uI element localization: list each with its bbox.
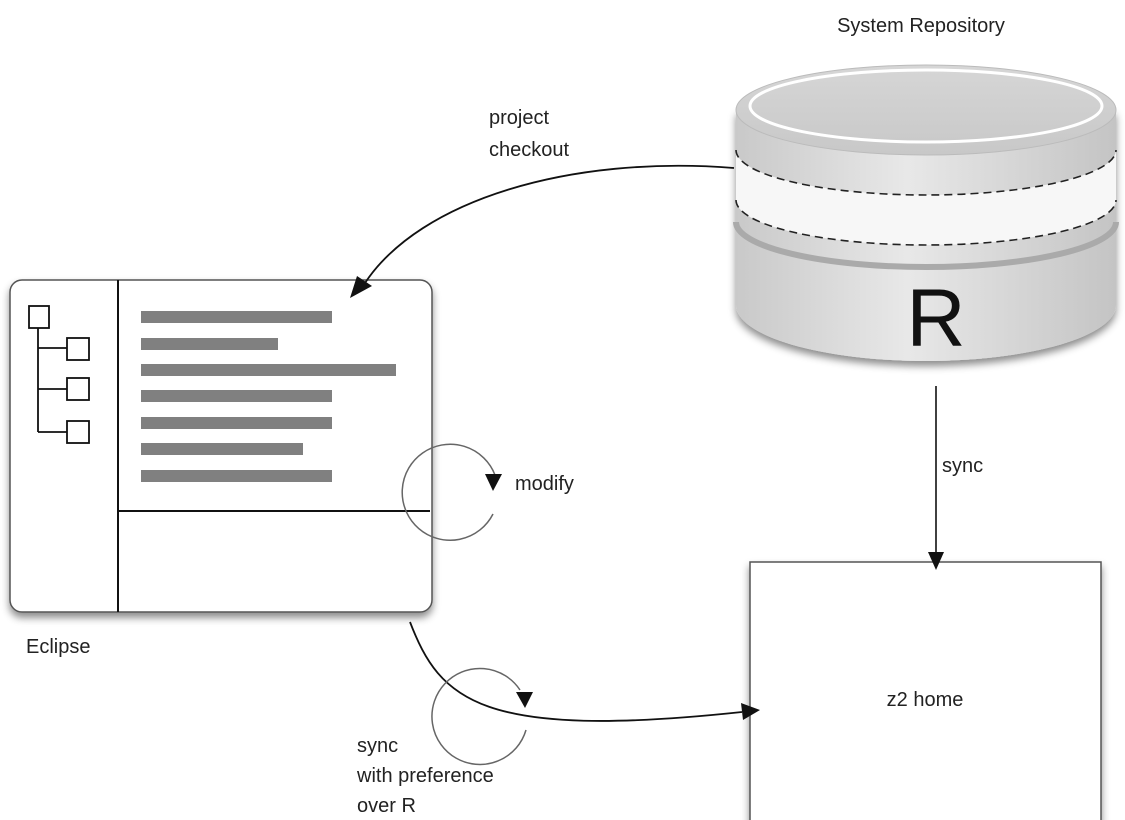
editor-content-lines bbox=[141, 311, 396, 482]
repo-sync-arrow bbox=[928, 386, 944, 570]
repository-letter: R bbox=[906, 273, 965, 364]
cylinder-band bbox=[736, 150, 1116, 245]
eclipse-sync-arrow bbox=[409, 621, 760, 722]
repo-sync-label: sync bbox=[942, 455, 983, 477]
checkout-label-line2: checkout bbox=[489, 139, 569, 161]
eclipse-sync-label-line1: sync bbox=[357, 735, 398, 757]
tree-view-icon bbox=[28, 305, 90, 444]
z2-home-box: z2 home bbox=[749, 561, 1102, 820]
eclipse-caption: Eclipse bbox=[26, 636, 90, 658]
modify-label: modify bbox=[515, 473, 574, 495]
eclipse-sync-label-line2: with preference bbox=[356, 765, 494, 787]
z2-home-label: z2 home bbox=[887, 689, 964, 711]
eclipse-window bbox=[9, 279, 433, 613]
system-repository-cylinder: R bbox=[733, 64, 1119, 364]
sync-cycle-arrow bbox=[431, 667, 533, 766]
checkout-arrow bbox=[350, 164, 735, 298]
eclipse-sync-label-line3: over R bbox=[357, 795, 416, 817]
modify-cycle-arrow bbox=[401, 443, 502, 541]
repository-title: System Repository bbox=[837, 15, 1005, 37]
cylinder-top bbox=[735, 64, 1117, 156]
checkout-label-line1: project bbox=[489, 107, 549, 129]
